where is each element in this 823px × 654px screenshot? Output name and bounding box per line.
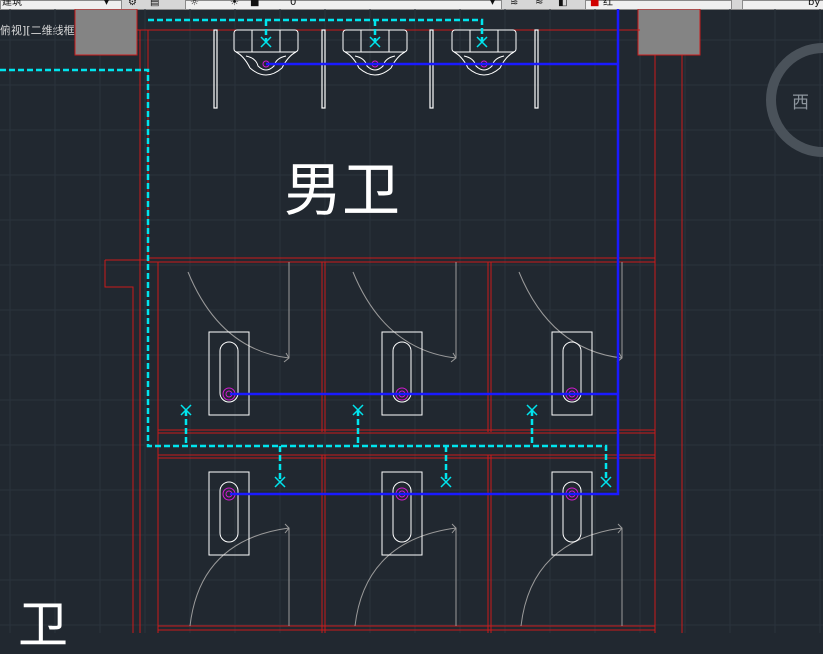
compass-ring-icon[interactable] [766,43,823,157]
urinal-partitions [213,29,539,109]
toilet-fixtures [208,331,593,556]
room-title-lower: 卫 [18,596,68,654]
squat-toilet [551,331,593,416]
squat-toilet [381,331,423,416]
properties-toolbar: 建筑 ▾ ⚙ ▤ ☼ ☀ ■ 0 ▾ ≋ ≈ ◧ ■ 红 by [0,0,823,10]
layer-dropdown[interactable] [185,0,502,9]
valve-markers [180,36,612,488]
door-swing-lower [189,527,290,627]
linetype-value: by [808,0,821,8]
door-swings [187,262,623,627]
door-arrow [450,352,457,363]
color-value: 红 [603,0,613,8]
valve-marker [274,476,286,488]
door-swing-lower [520,527,623,627]
drain-pipe [230,9,620,496]
door-arrow [283,352,290,363]
squat-toilet [381,471,423,556]
squat-toilet [551,471,593,556]
valve-marker [369,36,381,48]
drawing-canvas[interactable] [0,9,823,633]
chevron-down-icon[interactable]: ▾ [104,0,110,8]
text-style-dropdown[interactable] [0,0,122,9]
cold-water-pipe [0,18,608,482]
valve-marker [526,404,538,416]
layer-previous-icon[interactable]: ◧ [558,0,568,8]
linetype-dropdown[interactable] [742,0,823,9]
urinals [233,29,517,76]
door-arrow [284,523,290,534]
urinal [342,29,408,76]
squat-toilet [208,471,250,556]
viewcube-west[interactable]: 西 [792,93,809,113]
urinal [233,29,299,76]
layer-state-icon[interactable]: ≋ [510,0,519,8]
door-arrow [451,523,457,534]
door-arrow [617,523,623,534]
room-title-men: 男卫 [284,156,401,224]
valve-marker [352,404,364,416]
lock-icon[interactable]: ■ [250,0,260,8]
color-swatch-icon: ■ [590,0,600,8]
valve-marker [440,476,452,488]
valve-marker [476,36,488,48]
urinal [451,29,517,76]
match-layer-icon[interactable]: ≈ [535,0,544,8]
viewport-controls-label[interactable]: 俯视][二维线框] [0,24,79,37]
layer-name: 0 [290,0,297,8]
chevron-down-icon[interactable]: ▾ [490,0,496,8]
color-dropdown[interactable] [585,0,732,9]
squat-toilet [208,331,250,416]
valve-marker [260,36,272,48]
layer-icon[interactable]: ▤ [150,0,160,8]
valve-marker [600,476,612,488]
walls [104,29,683,633]
valve-marker [180,404,192,416]
grid [0,9,823,633]
structural-column [74,9,138,56]
structural-column [637,9,701,56]
text-style-value: 建筑 [2,0,22,8]
door-swing-lower [354,527,457,627]
gear-icon[interactable]: ⚙ [128,0,137,8]
lightbulb-icon[interactable]: ☼ [190,0,199,8]
sun-icon[interactable]: ☀ [230,0,239,8]
